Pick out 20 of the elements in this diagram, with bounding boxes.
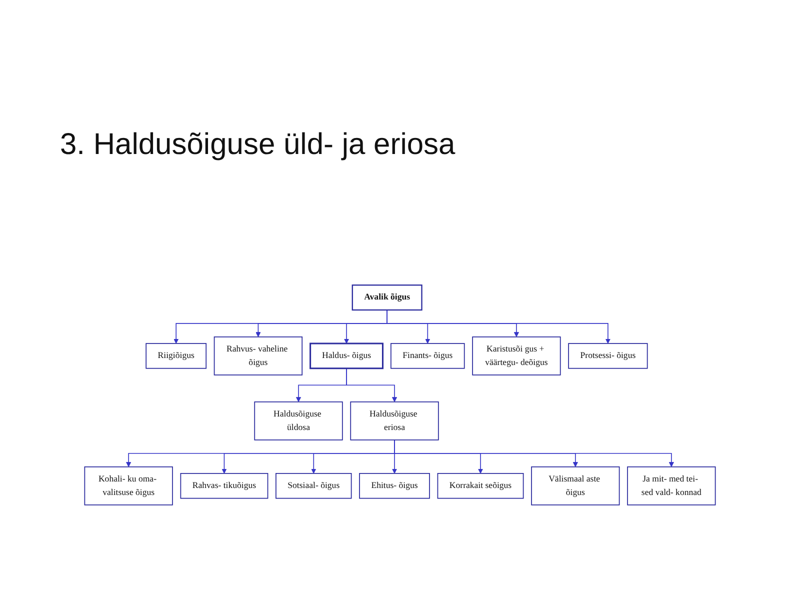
category-box: Korrakait seõigus	[437, 473, 524, 499]
category-box: Rahvus- vaheline õigus	[214, 336, 303, 376]
category-box: Kohali- ku oma- valitsuse õigus	[84, 466, 173, 506]
category-box: Haldus- õigus	[310, 342, 384, 370]
category-box: Välismaal aste õigus	[531, 466, 620, 506]
slide-title: 3. Haldusõiguse üld- ja eriosa	[60, 128, 456, 162]
category-box: Sotsiaal- õigus	[276, 473, 352, 499]
category-box: Riigiõigus	[146, 343, 207, 369]
arrow	[346, 368, 398, 402]
category-box: Finants- õigus	[390, 343, 465, 369]
category-box: Haldusõiguse üldosa	[254, 401, 343, 440]
category-box: Ehitus- õigus	[359, 473, 430, 499]
category-box: Protsessi- õigus	[568, 343, 648, 369]
category-box: Ja mit- med tei- sed vald- konnad	[627, 466, 716, 506]
arrow	[394, 440, 674, 468]
arrow	[386, 310, 611, 344]
category-box: Karistusõi gus + väärtegu- deõigus	[472, 336, 561, 376]
category-box: Avalik õigus	[352, 284, 422, 311]
category-box: Rahvas- tikuõigus	[180, 473, 268, 499]
category-box: Haldusõiguse eriosa	[350, 401, 439, 440]
